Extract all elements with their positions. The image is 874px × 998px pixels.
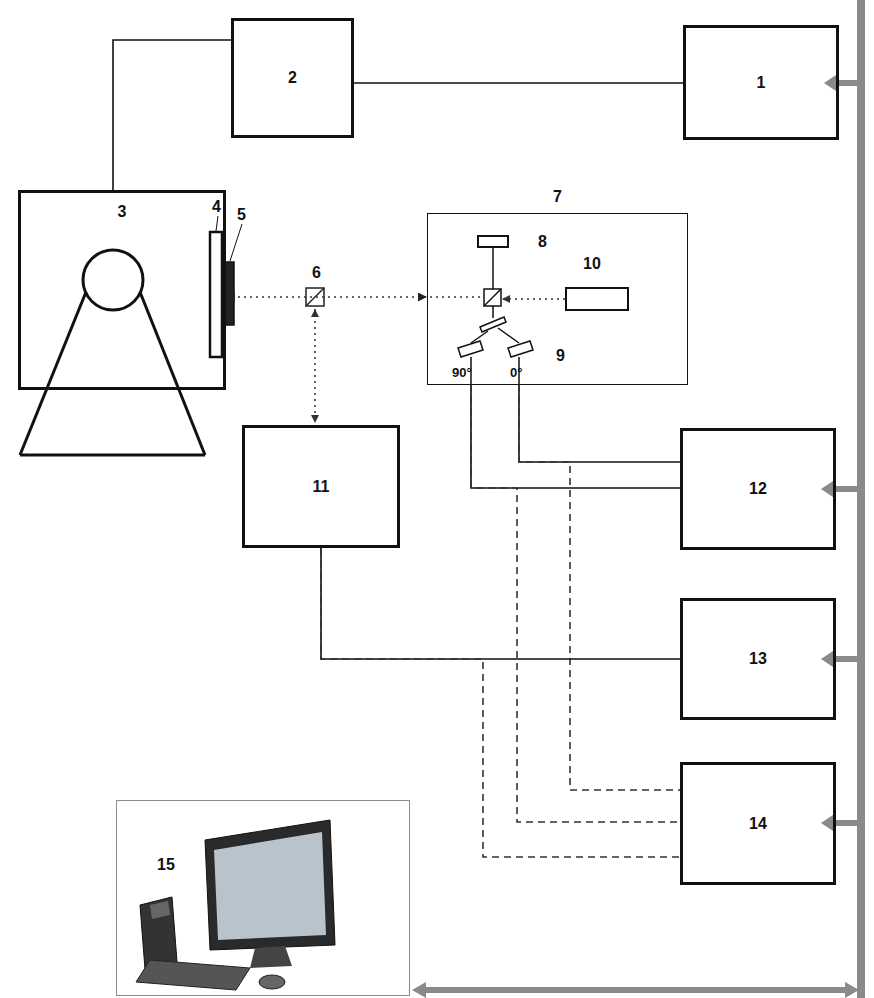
dashed-signal-line	[321, 548, 680, 857]
optical-path	[502, 298, 565, 300]
tripod-figure	[20, 250, 205, 455]
keyboard	[136, 960, 250, 990]
bus-arrow	[821, 651, 857, 667]
callout-number: 14	[683, 815, 833, 833]
bus-arrow	[412, 982, 859, 998]
computer-figure	[136, 820, 335, 990]
optical-path	[492, 306, 494, 318]
tripod-leg	[20, 292, 86, 455]
callout-number: 9	[556, 347, 565, 365]
callout-number: 10	[583, 255, 601, 273]
callout-number: 8	[538, 233, 547, 251]
optical-path	[498, 328, 519, 343]
monitor-stand	[250, 946, 292, 968]
bus-arrow	[824, 75, 857, 91]
callout-number: 7	[428, 188, 687, 206]
beam-splitter	[306, 288, 324, 306]
bus-arrow	[821, 481, 857, 497]
unit-box: 1	[683, 25, 839, 140]
callout-number: 15	[157, 856, 175, 874]
tripod-base	[20, 454, 205, 457]
pc-tower	[150, 901, 170, 919]
tripod-head	[83, 250, 143, 310]
tripod-leg	[140, 292, 205, 455]
callout-number: 5	[237, 206, 246, 224]
polarizer	[508, 341, 533, 357]
optical-path	[314, 309, 316, 423]
camera-housing: 3	[18, 190, 226, 390]
mouse	[259, 975, 285, 989]
data-bus	[857, 0, 865, 998]
callout-number: 4	[212, 198, 221, 216]
callout-number: 3	[21, 203, 223, 221]
leader-line	[230, 224, 242, 261]
signal-wire	[471, 385, 680, 488]
callout-number: 2	[234, 69, 351, 87]
monitor	[205, 820, 335, 950]
signal-wire	[321, 548, 680, 659]
unit-box: 11	[242, 425, 400, 548]
mount-plate	[210, 232, 222, 357]
photodetector	[478, 236, 508, 247]
callout-number: 11	[245, 478, 397, 496]
dashed-signal-line	[519, 385, 680, 790]
polarizer	[458, 341, 483, 357]
unit-box: 12	[680, 428, 836, 550]
signal-wire	[519, 385, 680, 462]
callout-number: 12	[683, 480, 833, 498]
bus-arrow	[821, 815, 857, 831]
unit-box: 13	[680, 598, 836, 720]
beam-splitter	[484, 289, 501, 306]
angle-label: 0°	[510, 366, 522, 380]
unit-box: 14	[680, 762, 836, 885]
callout-number: 13	[683, 650, 833, 668]
computer-box: 15	[116, 800, 410, 996]
beam-splitter	[484, 289, 501, 306]
laser-source	[566, 288, 628, 310]
optical-path	[226, 296, 427, 298]
optical-path	[430, 296, 483, 298]
signal-wire	[113, 40, 231, 190]
beam-splitter	[306, 288, 324, 306]
dashed-signal-line	[471, 385, 680, 822]
signal-wire	[354, 82, 683, 84]
wave-plate	[480, 317, 506, 332]
callout-number: 1	[686, 74, 836, 92]
optical-path	[492, 248, 494, 289]
callout-number: 6	[312, 264, 321, 282]
angle-label: 90°	[452, 366, 472, 380]
beam-splitter	[306, 288, 324, 306]
leader-line	[216, 216, 218, 231]
monitor-screen	[214, 832, 326, 940]
unit-box: 2	[231, 18, 354, 138]
data-bus	[412, 0, 865, 998]
